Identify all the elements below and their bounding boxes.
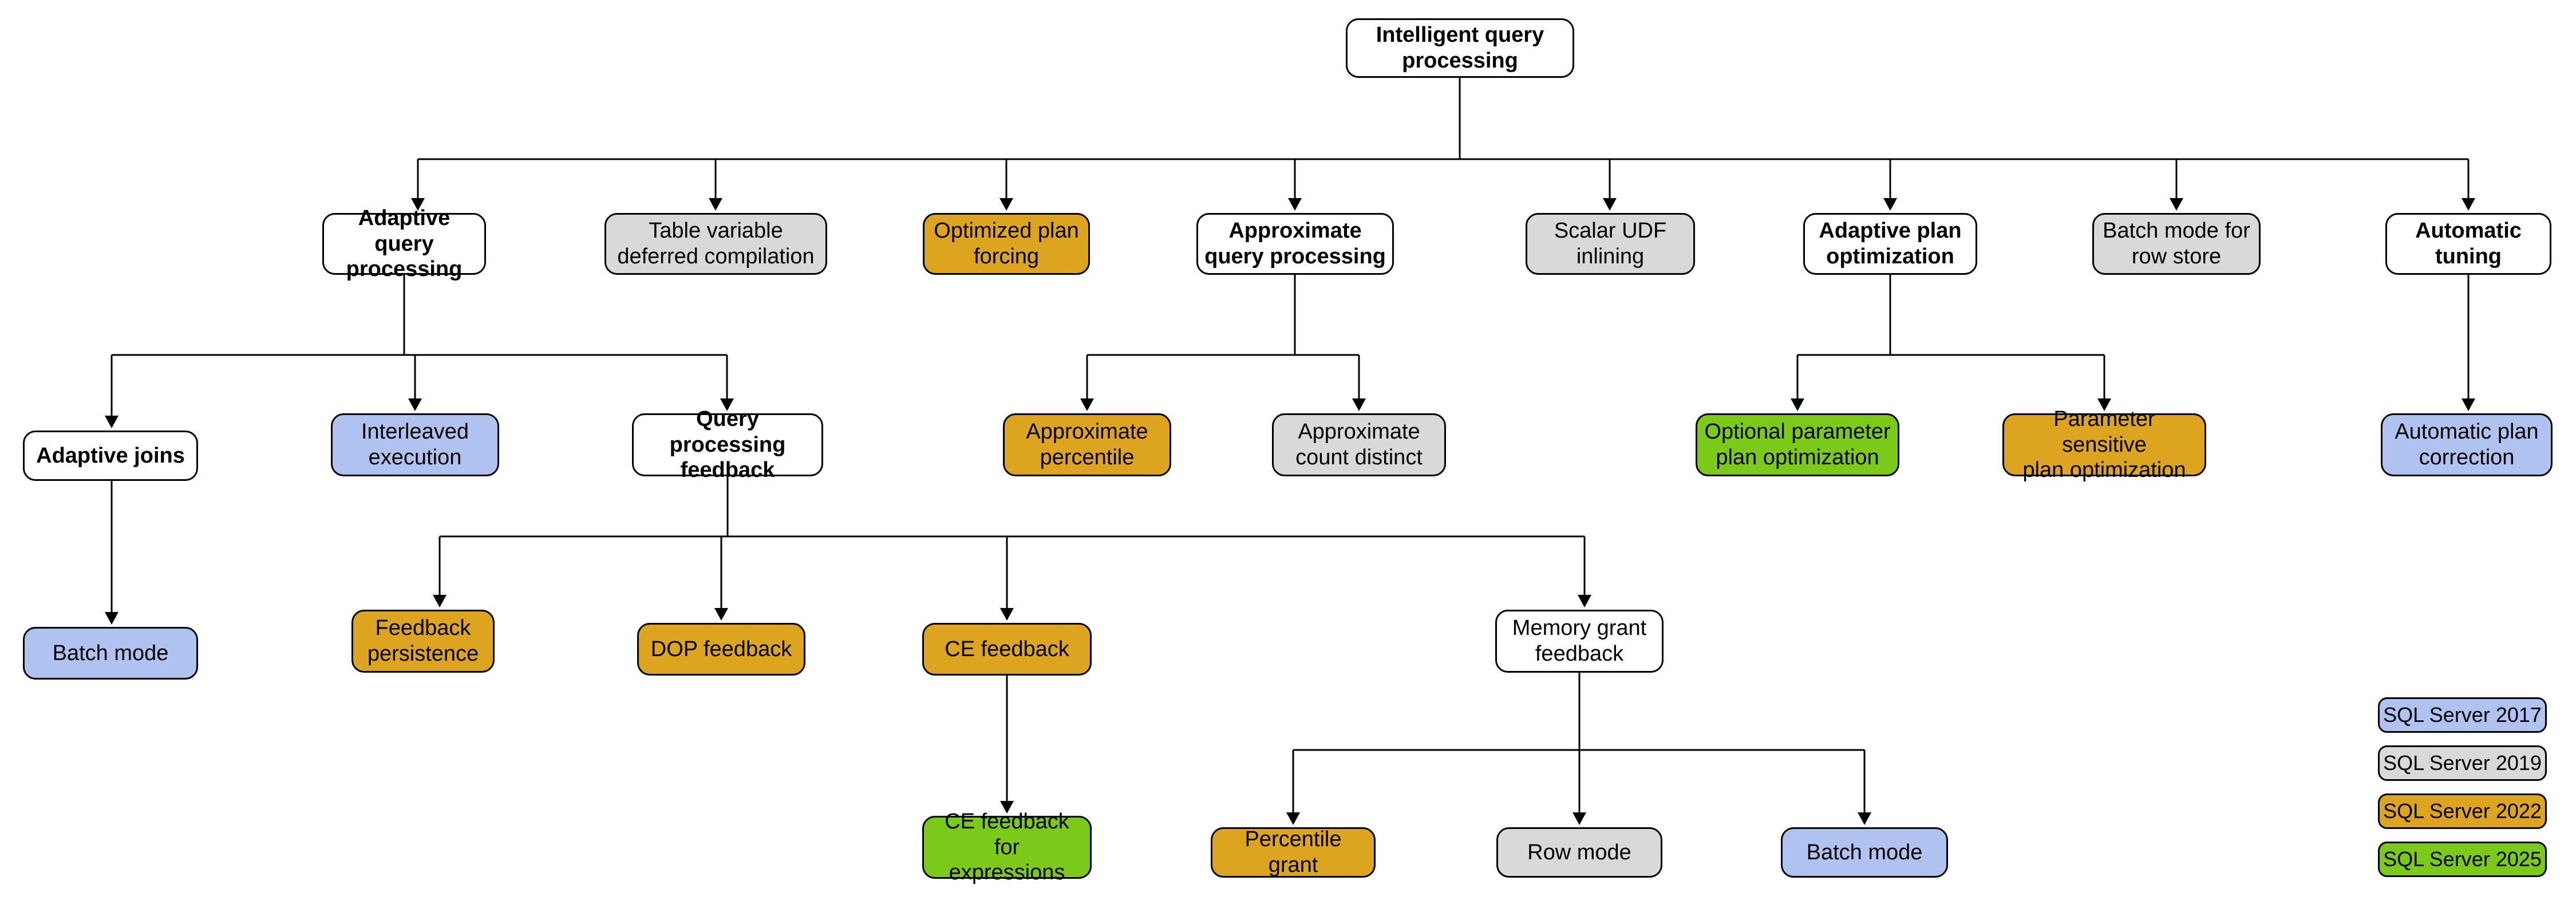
node-approx_pct[interactable]: Approximate percentile (1003, 413, 1171, 476)
legend-item-sql-server-2019: SQL Server 2019 (2378, 745, 2547, 781)
arrow-head (408, 398, 422, 411)
arrow-head (1286, 812, 1300, 825)
node-auto_tuning[interactable]: Automatic tuning (2385, 213, 2551, 275)
arrow-head (1883, 198, 1897, 211)
arrow-head (105, 416, 118, 428)
node-root[interactable]: Intelligent query processing (1346, 18, 1574, 78)
node-tvdc[interactable]: Table variable deferred compilation (605, 213, 827, 275)
node-dop_feedback[interactable]: DOP feedback (637, 623, 805, 676)
node-pct_grant[interactable]: Percentile grant (1211, 827, 1376, 878)
arrow-head (433, 595, 447, 607)
arrow-head (2462, 398, 2475, 411)
arrow-head (2462, 198, 2475, 211)
node-oppo[interactable]: Optional parameter plan optimization (1696, 413, 1899, 476)
arrow-head (1352, 398, 1366, 411)
node-opf[interactable]: Optimized plan forcing (923, 213, 1090, 275)
arrow-head (1288, 198, 1302, 211)
node-apo[interactable]: Adaptive plan optimization (1803, 213, 1977, 275)
node-bmrs[interactable]: Batch mode for row store (2092, 213, 2261, 275)
node-ce_fb_expr[interactable]: CE feedback for expressions (922, 810, 1092, 885)
arrow-head (1000, 608, 1014, 621)
legend-item-sql-server-2022: SQL Server 2022 (2378, 793, 2547, 829)
arrow-head (1080, 398, 1094, 411)
arrow-head (2170, 198, 2183, 211)
node-apc[interactable]: Automatic plan correction (2381, 413, 2553, 476)
node-row_mode[interactable]: Row mode (1496, 827, 1662, 878)
node-fb_persist[interactable]: Feedback persistence (351, 610, 495, 673)
arrow-head (1573, 812, 1586, 825)
arrow-head (105, 612, 118, 625)
node-ce_feedback[interactable]: CE feedback (922, 623, 1092, 676)
legend-item-sql-server-2017: SQL Server 2017 (2378, 697, 2547, 733)
node-adaptive_joins[interactable]: Adaptive joins (23, 431, 198, 481)
arrow-head (1791, 398, 1804, 411)
node-mgf[interactable]: Memory grant feedback (1495, 610, 1664, 673)
arrow-head (709, 198, 722, 211)
node-scalar_udf[interactable]: Scalar UDF inlining (1526, 213, 1695, 275)
node-approx_cd[interactable]: Approximate count distinct (1272, 413, 1446, 476)
node-batch_mode_aj[interactable]: Batch mode (23, 627, 198, 680)
node-aqp[interactable]: Adaptive query processing (322, 206, 486, 281)
node-interleaved[interactable]: Interleaved execution (331, 413, 499, 476)
node-pspo[interactable]: Parameter sensitive plan optimization (2002, 407, 2206, 482)
arrow-head (1858, 812, 1871, 825)
legend-item-sql-server-2025: SQL Server 2025 (2378, 842, 2547, 877)
arrow-head (999, 198, 1013, 211)
node-batch_mode_mgf[interactable]: Batch mode (1781, 827, 1948, 878)
node-approx_qp[interactable]: Approximate query processing (1196, 213, 1394, 275)
arrow-head (1603, 198, 1617, 211)
node-qpf[interactable]: Query processing feedback (632, 407, 823, 482)
arrow-head (1578, 595, 1591, 607)
arrow-head (714, 608, 728, 621)
